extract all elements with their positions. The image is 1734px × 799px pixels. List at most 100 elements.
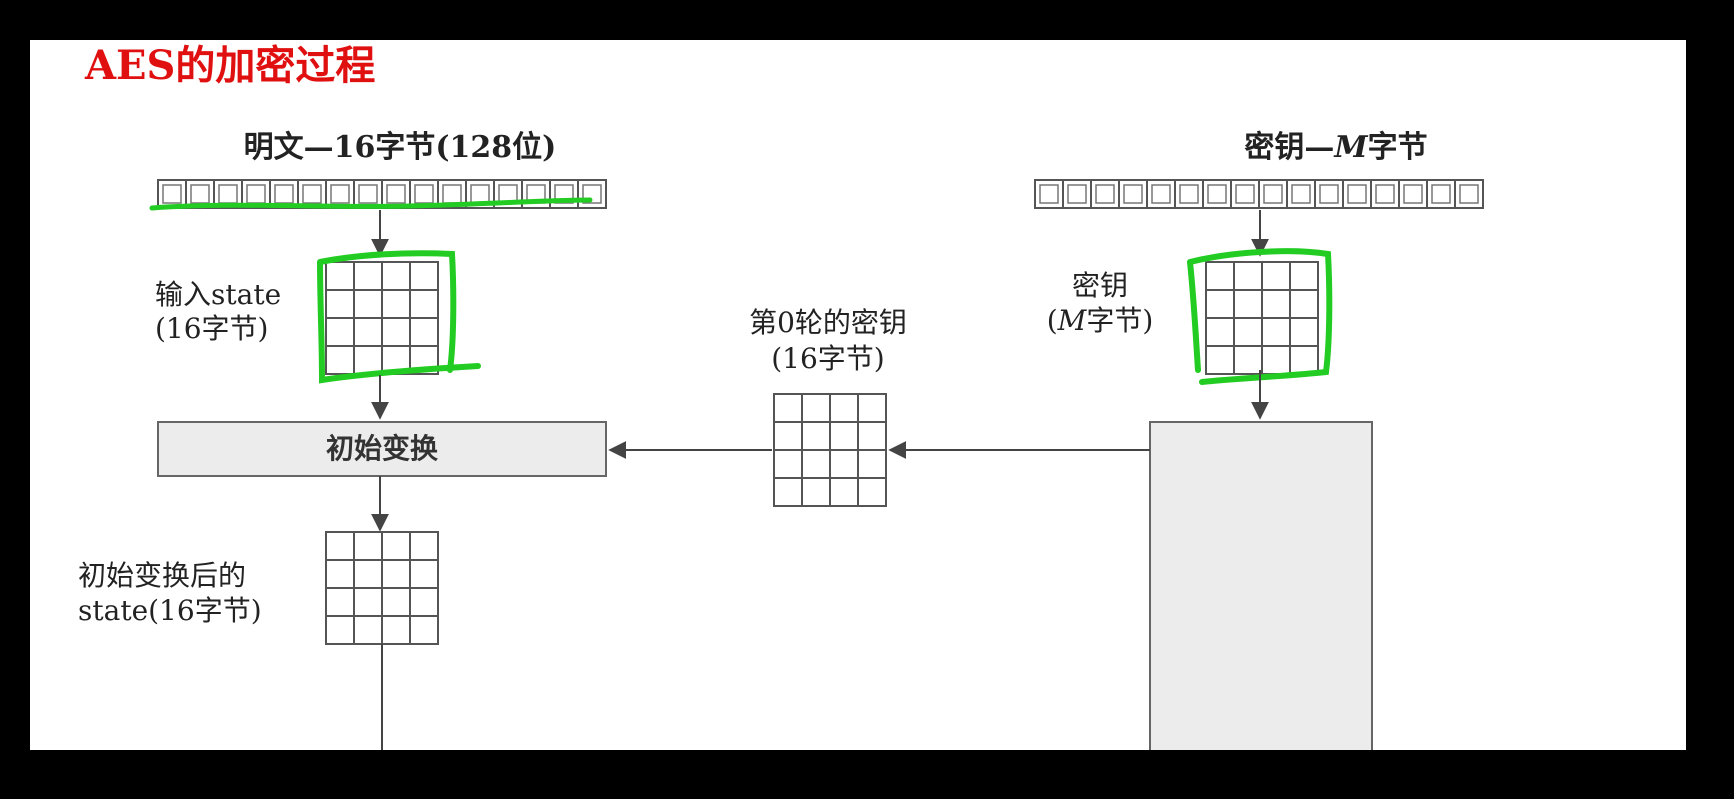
input-state-cell [353, 345, 383, 375]
round0-key-matrix [773, 393, 887, 507]
key-byte-cell-inner [1347, 184, 1367, 204]
input-state-cell [381, 317, 411, 347]
round0-key-cell [801, 393, 831, 423]
key-matrix-cell [1205, 345, 1235, 375]
input-state-cell [325, 317, 355, 347]
plaintext-byte-cell-inner [386, 184, 406, 204]
key-byte-cell [1426, 179, 1456, 209]
key-matrix-cell [1261, 345, 1291, 375]
input-state-cell [353, 317, 383, 347]
aes-encryption-diagram: 明文—16字节(128位) 密钥—M字节 输入state (16字节) 密钥 (… [78, 130, 1484, 750]
round0-key-cell [829, 449, 859, 479]
after-state-cell [353, 559, 383, 589]
key-expansion-box [1149, 421, 1373, 750]
key-byte-cell-inner [1319, 184, 1339, 204]
key-byte-cell [1202, 179, 1232, 209]
key-byte-cell [1370, 179, 1400, 209]
plaintext-byte-cell-inner [330, 184, 350, 204]
input-state-cell [353, 289, 383, 319]
input-state-cell [325, 261, 355, 291]
plaintext-byte-cell-inner [582, 184, 602, 204]
key-byte-cell-inner [1151, 184, 1171, 204]
key-label: 密钥—M字节 [1244, 130, 1427, 165]
round0-key-size-label: (16字节) [771, 342, 884, 375]
key-byte-cell [1034, 179, 1064, 209]
key-matrix-cell [1261, 289, 1291, 319]
input-state-cell [409, 317, 439, 347]
after-state-cell [381, 587, 411, 617]
after-state-cell [381, 531, 411, 561]
key-byte-cell-inner [1123, 184, 1143, 204]
key-byte-cell [1342, 179, 1372, 209]
round0-key-cell [801, 477, 831, 507]
key-matrix-size-label: (M字节) [1047, 304, 1154, 337]
slide-title: AES的加密过程 [85, 42, 376, 89]
input-state-label: 输入state [155, 278, 281, 311]
annotation-box-input-state [317, 250, 481, 384]
key-byte-cell [1062, 179, 1092, 209]
key-byte-cell-inner [1403, 184, 1423, 204]
round0-key-cell [829, 393, 859, 423]
key-byte-cell [1146, 179, 1176, 209]
key-byte-cell [1286, 179, 1316, 209]
input-state-cell [325, 289, 355, 319]
after-state-cell [409, 559, 439, 589]
plaintext-byte-cell-inner [162, 184, 182, 204]
initial-transform-box [157, 421, 607, 477]
key-byte-cell [1398, 179, 1428, 209]
plaintext-byte-cell-inner [274, 184, 294, 204]
key-matrix-cell [1289, 289, 1319, 319]
key-byte-cell-inner [1179, 184, 1199, 204]
after-state-cell [325, 559, 355, 589]
annotation-box-key-matrix [1187, 248, 1333, 385]
round0-key-cell [773, 449, 803, 479]
key-matrix-cell [1289, 317, 1319, 347]
input-state-cell [381, 261, 411, 291]
key-matrix-cell [1205, 261, 1235, 291]
key-byte-cell [1314, 179, 1344, 209]
key-byte-cell [1258, 179, 1288, 209]
input-state-cell [325, 345, 355, 375]
key-matrix-cell [1233, 261, 1263, 291]
round0-key-cell [857, 421, 887, 451]
key-byte-cell-inner [1431, 184, 1451, 204]
slide: AES的加密过程 明文—16字节(128位) 密钥—M字节 输入stat [30, 40, 1686, 750]
round0-key-cell [857, 393, 887, 423]
round0-key-cell [829, 421, 859, 451]
after-state-cell [353, 531, 383, 561]
key-byte-cell-inner [1235, 184, 1255, 204]
round0-key-cell [773, 421, 803, 451]
key-byte-cell [1118, 179, 1148, 209]
round0-key-cell [801, 421, 831, 451]
key-byte-cell [1090, 179, 1120, 209]
key-matrix-cell [1289, 261, 1319, 291]
plaintext-byte-cell-inner [302, 184, 322, 204]
round0-key-cell [857, 449, 887, 479]
key-matrix-cell [1261, 317, 1291, 347]
key-byte-strip [1034, 179, 1484, 209]
key-matrix-label: 密钥 [1072, 269, 1128, 302]
key-byte-cell-inner [1039, 184, 1059, 204]
plaintext-byte-cell-inner [554, 184, 574, 204]
round0-key-cell [829, 477, 859, 507]
key-byte-cell [1174, 179, 1204, 209]
key-matrix-cell [1205, 289, 1235, 319]
round0-key-cell [857, 477, 887, 507]
after-state-cell [381, 559, 411, 589]
key-matrix-cell [1233, 317, 1263, 347]
after-state-cell [325, 615, 355, 645]
key-byte-cell-inner [1291, 184, 1311, 204]
after-state-cell [353, 587, 383, 617]
after-state-cell [409, 531, 439, 561]
key-byte-cell-inner [1067, 184, 1087, 204]
after-state-size-label: state(16字节) [78, 594, 262, 627]
after-state-label: 初始变换后的 [78, 559, 246, 592]
input-state-cell [409, 261, 439, 291]
after-state-cell [381, 615, 411, 645]
annotation-underline [149, 197, 593, 211]
input-state-cell [409, 289, 439, 319]
round0-key-cell [773, 393, 803, 423]
key-matrix-cell [1205, 317, 1235, 347]
input-state-cell [381, 289, 411, 319]
